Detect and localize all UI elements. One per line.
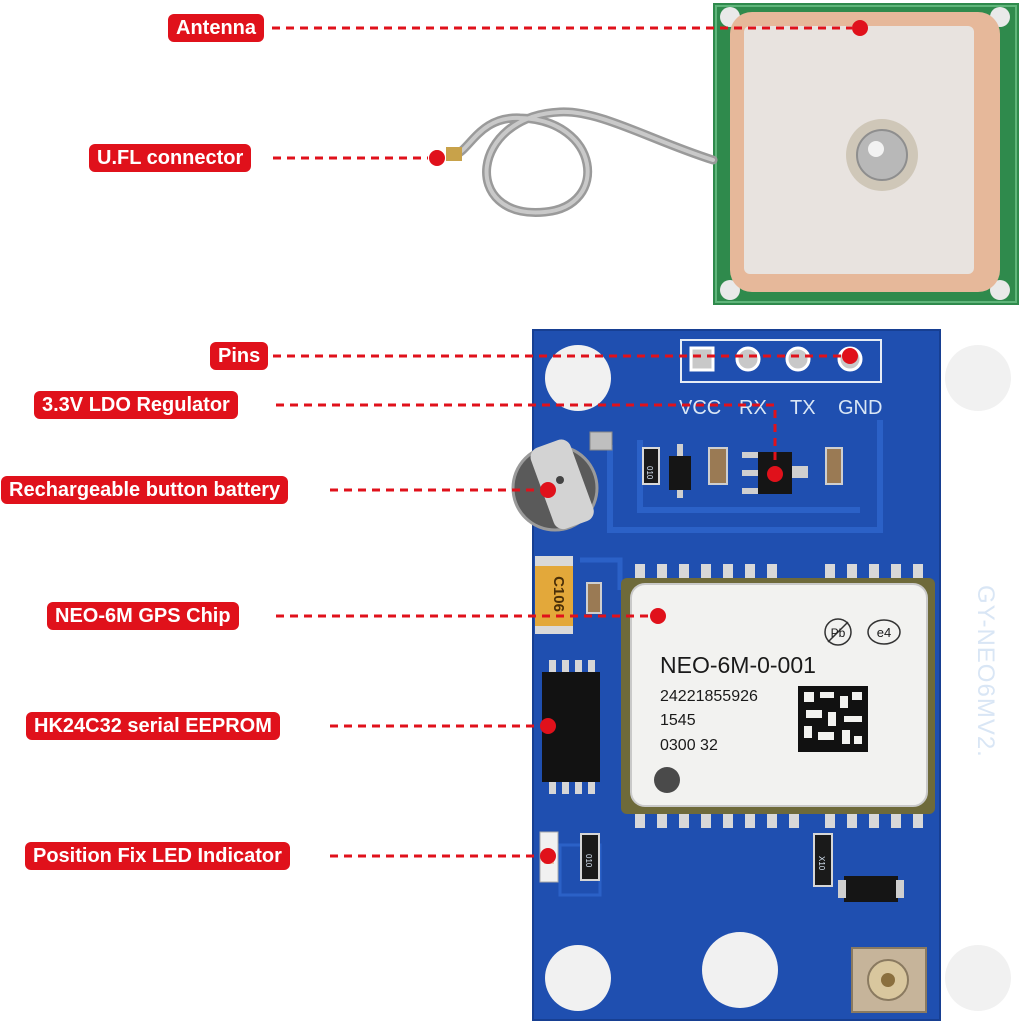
antenna-assembly	[713, 3, 1019, 305]
resistor	[580, 833, 600, 881]
pb-free-mark	[824, 618, 852, 646]
chip-line-3: 1545	[660, 712, 696, 729]
transistor	[669, 456, 691, 490]
callout-antenna: Antenna	[168, 14, 264, 42]
resistor-marking-3: X10	[817, 856, 826, 871]
mount-hole	[545, 345, 611, 411]
pin-rx	[735, 346, 761, 372]
mount-hole	[545, 945, 611, 1011]
capacitor	[708, 447, 728, 485]
ufl-socket	[851, 947, 927, 1013]
mount-hole	[945, 345, 1011, 411]
ldo-regulator-chip	[758, 452, 792, 494]
mount-hole	[702, 932, 778, 1008]
pin-label-gnd: GND	[838, 397, 882, 419]
resistor-marking-2: 010	[584, 854, 593, 868]
pin-header	[680, 339, 882, 383]
mount-hole	[720, 280, 740, 300]
coax-cable	[430, 107, 718, 217]
chip-line-2: 24221855926	[660, 688, 758, 705]
eeprom-chip	[542, 660, 600, 794]
datamatrix-code	[798, 686, 868, 752]
callout-battery: Rechargeable button battery	[1, 476, 289, 504]
pin1-marker	[654, 767, 680, 793]
chip-model: NEO-6M-0-001	[660, 652, 816, 678]
mount-hole	[990, 280, 1010, 300]
pin-gnd	[837, 346, 863, 372]
resistor	[813, 833, 833, 887]
pb-mark-text: Pb	[831, 626, 846, 640]
e4-mark	[867, 619, 901, 645]
feed-point	[856, 129, 908, 181]
pin-label-rx: RX	[739, 397, 767, 419]
pin-label-vcc: VCC	[679, 397, 721, 419]
callout-pins: Pins	[210, 342, 269, 370]
tantalum-capacitor	[535, 556, 573, 634]
e4-mark-text: e4	[877, 625, 891, 640]
mount-hole	[945, 945, 1011, 1011]
chip-pads-bottom	[635, 812, 923, 828]
chip-line-4: 0300 32	[660, 737, 718, 754]
resistor-marking: 010	[645, 466, 654, 480]
callout-gps-chip: NEO-6M GPS Chip	[47, 602, 239, 630]
pin-label-tx: TX	[790, 397, 816, 419]
pin-vcc	[689, 346, 715, 372]
gps-module-pcb: VCC RX TX GND 010 C106	[511, 329, 1011, 1021]
callout-fix-led: Position Fix LED Indicator	[25, 842, 290, 870]
chip-pads-top	[635, 564, 923, 580]
capacitor-marking: C106	[550, 576, 567, 612]
pin-tx	[785, 346, 811, 372]
ufl-plug	[446, 147, 462, 161]
callout-ufl-connector: U.FL connector	[89, 144, 252, 172]
diode	[844, 876, 898, 902]
capacitor	[825, 447, 843, 485]
neo6m-module: Pb e4 NEO-6M-0-001 24221855926 1545 0300…	[621, 564, 935, 828]
capacitor	[586, 582, 602, 614]
model-silkscreen: GY-NEO6MV2.	[972, 585, 999, 758]
callout-ldo-regulator: 3.3V LDO Regulator	[34, 391, 238, 419]
callout-eeprom: HK24C32 serial EEPROM	[26, 712, 280, 740]
